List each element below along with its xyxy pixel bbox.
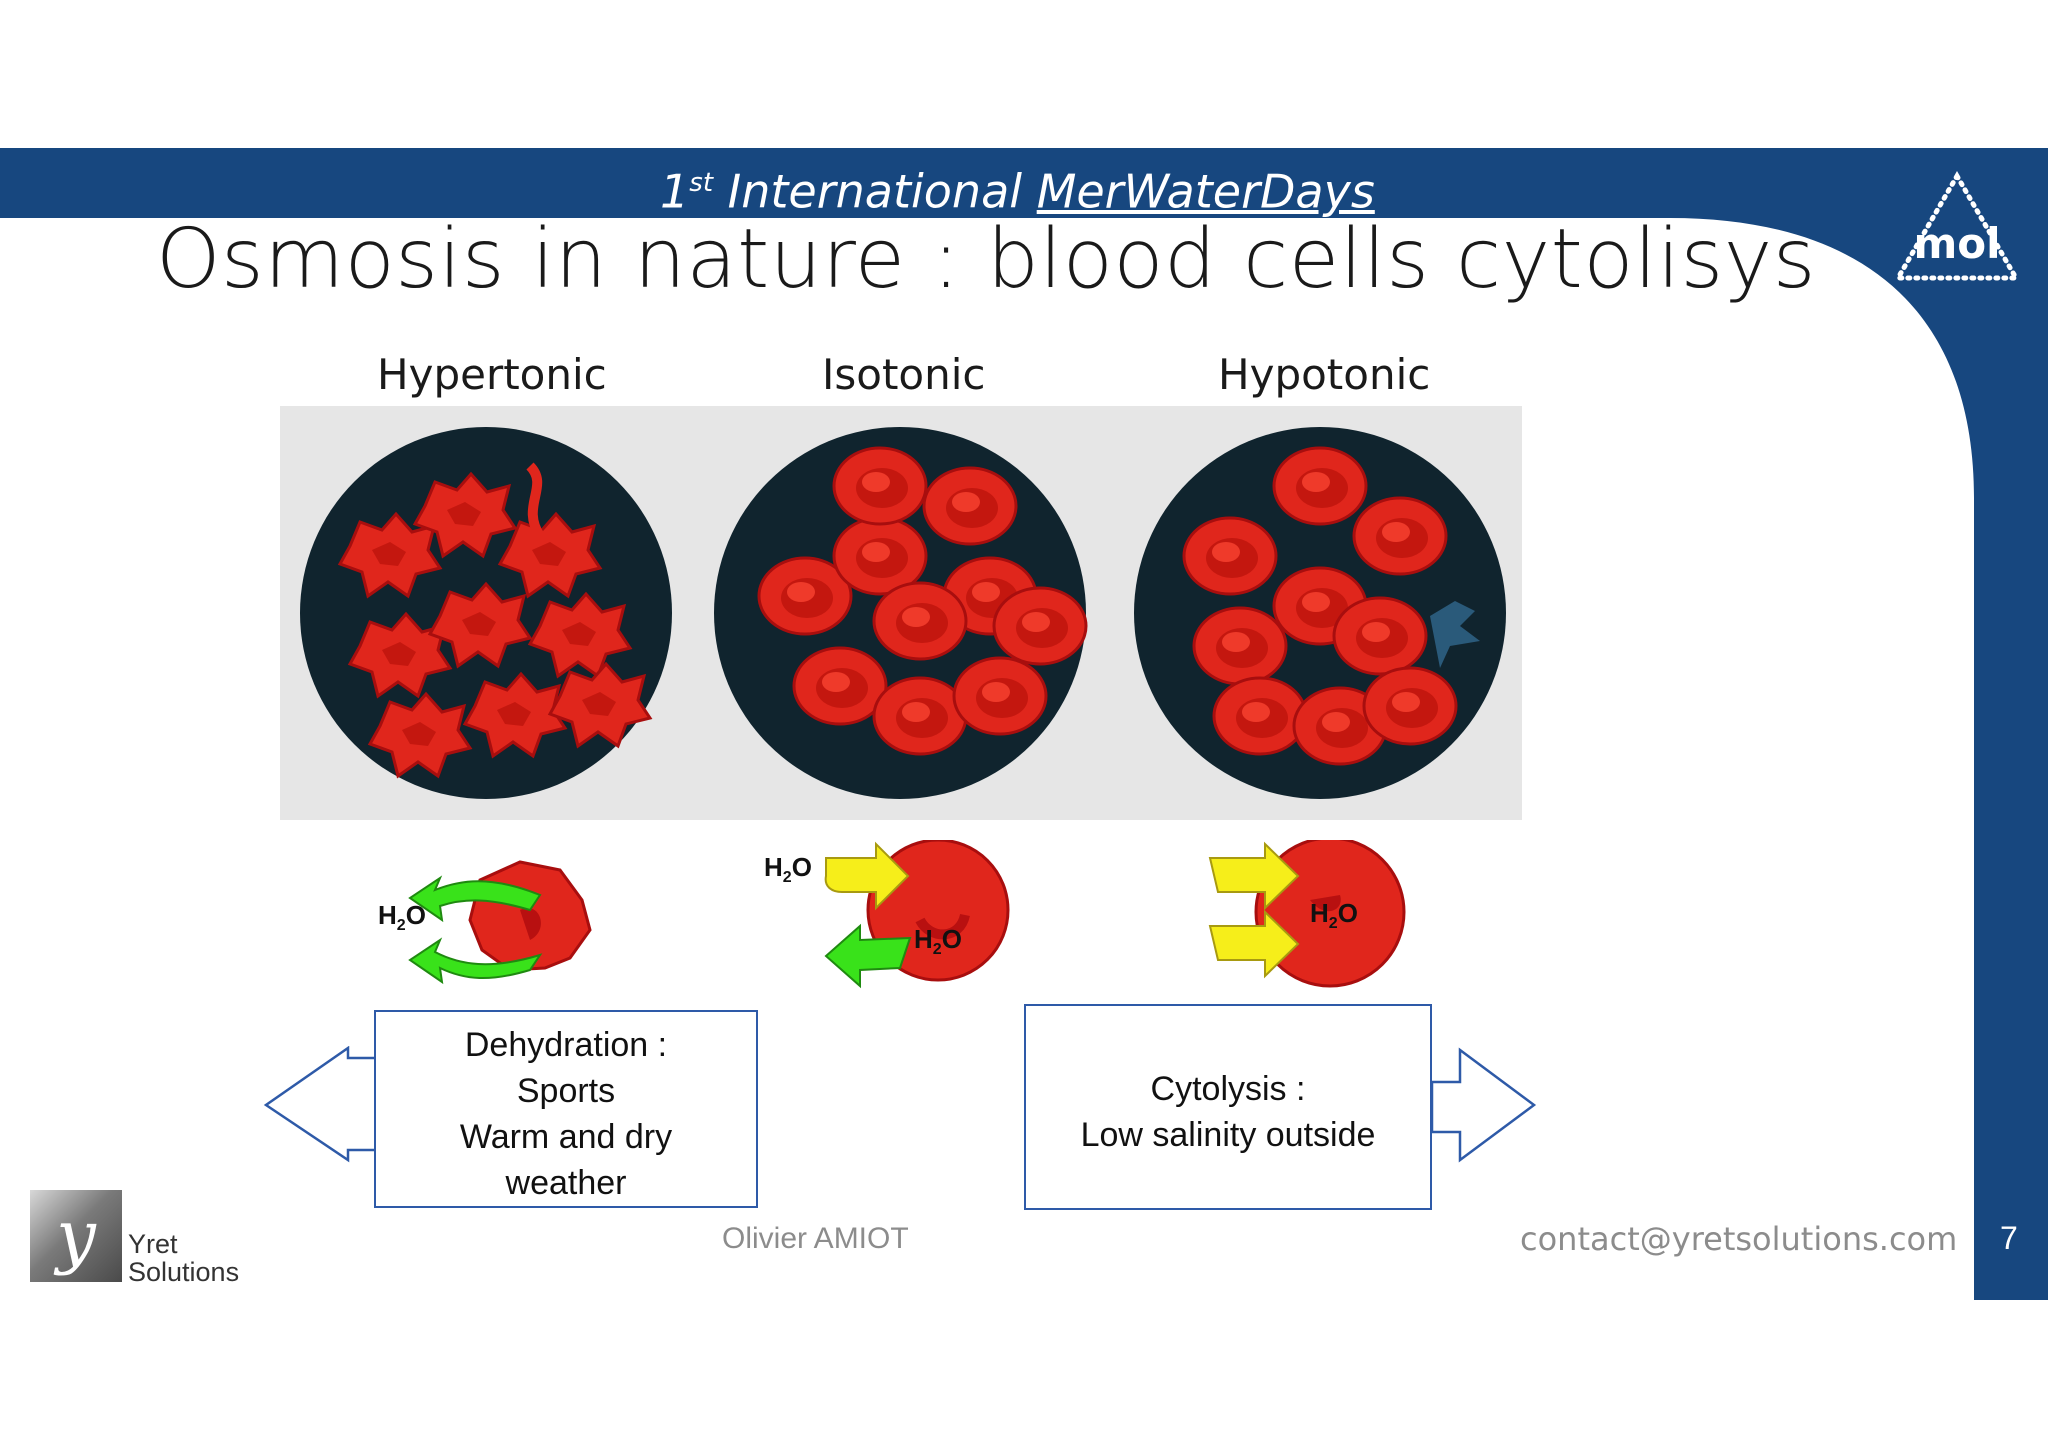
page-number: 7 — [2000, 1220, 2018, 1256]
yret-logo-icon — [30, 1190, 122, 1282]
conference-sup: st — [689, 168, 714, 198]
company-name-line-1: Yret — [128, 1229, 178, 1259]
left-arrow-icon — [263, 1046, 378, 1163]
dehydration-box: Dehydration : Sports Warm and dry weathe… — [374, 1010, 758, 1208]
hypertonic-dish — [300, 427, 672, 799]
h2o-label-isotonic-out: H2O — [764, 852, 812, 887]
isotonic-cell — [824, 840, 1010, 989]
contact-email: contact@yretsolutions.com — [1520, 1220, 1958, 1258]
cytolysis-box: Cytolysis : Low salinity outside — [1024, 1004, 1432, 1210]
corner-curve — [1600, 148, 2048, 1300]
dehydration-line-1: Dehydration : — [464, 1026, 668, 1064]
mol-logo-icon: mol — [1893, 171, 2021, 281]
author-name: Olivier AMIOT — [722, 1222, 909, 1255]
company-name: Yret Solutions — [128, 1230, 239, 1286]
dehydration-line-3: Warm and dry — [459, 1118, 673, 1156]
hypotonic-cell — [1208, 840, 1406, 988]
right-arrow-icon — [1430, 1047, 1537, 1163]
cytolysis-line-2: Low salinity outside — [1080, 1116, 1376, 1154]
isotonic-dish — [714, 427, 1088, 799]
label-hypotonic: Hypotonic — [1218, 350, 1431, 399]
blood-cells-illustration — [300, 427, 1506, 799]
slide-title: Osmosis in nature : blood cells cytolisy… — [156, 212, 1817, 307]
hypotonic-dish — [1134, 427, 1506, 799]
label-isotonic: Isotonic — [822, 350, 986, 399]
label-hypertonic: Hypertonic — [377, 350, 607, 399]
company-name-line-2: Solutions — [128, 1257, 240, 1287]
mol-logo-text: mol — [1913, 219, 2000, 268]
dehydration-line-2: Sports — [516, 1072, 616, 1110]
water-flow-diagrams — [408, 840, 1406, 989]
conference-prefix: 1 — [660, 164, 690, 219]
h2o-label-isotonic-in: H2O — [914, 924, 962, 959]
h2o-label-hypertonic: H2O — [378, 900, 426, 935]
conference-middle: International — [727, 164, 1023, 219]
dehydration-line-4: weather — [505, 1164, 627, 1202]
yret-logo-glyph: y — [56, 1195, 96, 1277]
h2o-label-hypotonic: H2O — [1310, 898, 1358, 933]
conference-name: MerWaterDays — [1036, 164, 1375, 219]
conference-title: 1st International MerWaterDays — [660, 148, 1420, 218]
hypertonic-cell — [408, 860, 592, 985]
cytolysis-line-1: Cytolysis : — [1150, 1070, 1306, 1108]
